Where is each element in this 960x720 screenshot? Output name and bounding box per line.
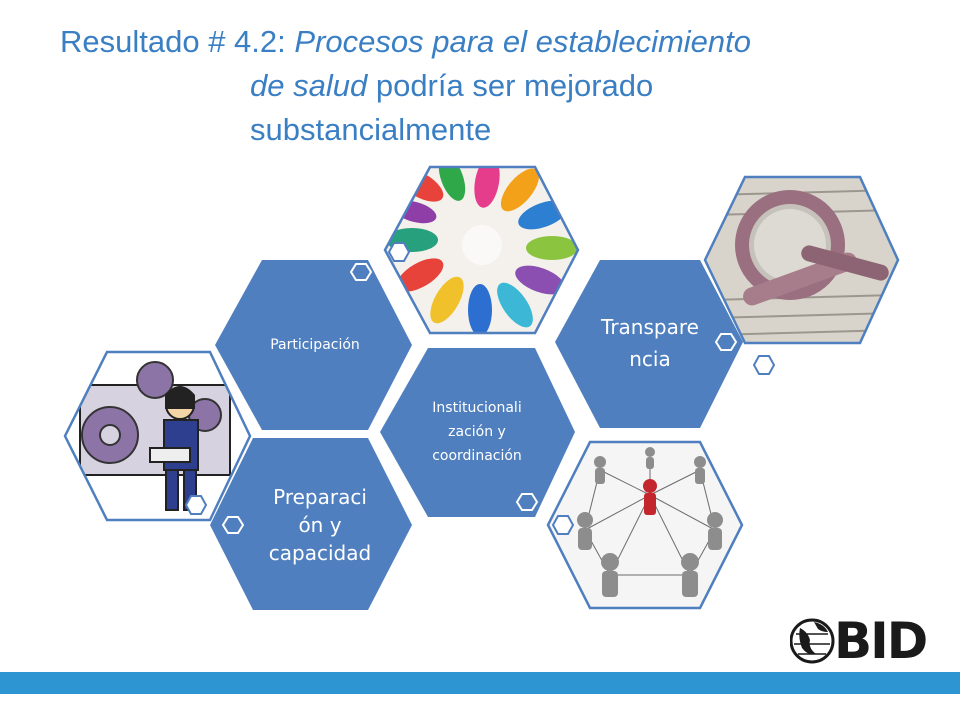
label-participacion: Participación bbox=[270, 337, 360, 353]
title-line-3: substancialmente bbox=[250, 112, 492, 147]
connector-hexagons bbox=[184, 242, 776, 535]
bid-logo: BID bbox=[789, 612, 930, 670]
title-rest: podría ser mejorado bbox=[367, 68, 654, 103]
hex-participacion bbox=[215, 260, 412, 430]
title-prefix: Resultado # 4.2: bbox=[60, 24, 295, 59]
label-institucionalizacion: Institucionali zación y coordinación bbox=[432, 400, 522, 464]
slide-title: Resultado # 4.2: Procesos para el establ… bbox=[60, 20, 940, 152]
logo-text: BID bbox=[834, 612, 928, 670]
label-preparacion: Preparaci ón y capacidad bbox=[268, 485, 372, 565]
title-italic-1: Procesos para el establecimiento bbox=[294, 24, 752, 59]
title-line-2: de salud podría ser mejorado bbox=[60, 64, 940, 108]
hex-preparacion bbox=[210, 438, 412, 610]
magnifier-image bbox=[703, 175, 900, 345]
bottom-bar bbox=[0, 672, 960, 694]
worker-gears-image bbox=[63, 350, 252, 522]
hands-image bbox=[383, 165, 580, 335]
title-italic-2: de salud bbox=[250, 68, 368, 103]
hex-transparencia bbox=[555, 260, 743, 428]
network-image bbox=[546, 440, 744, 610]
label-transparencia: Transpare ncia bbox=[601, 314, 699, 371]
hex-institucional bbox=[380, 348, 575, 517]
globe-icon bbox=[789, 618, 835, 664]
